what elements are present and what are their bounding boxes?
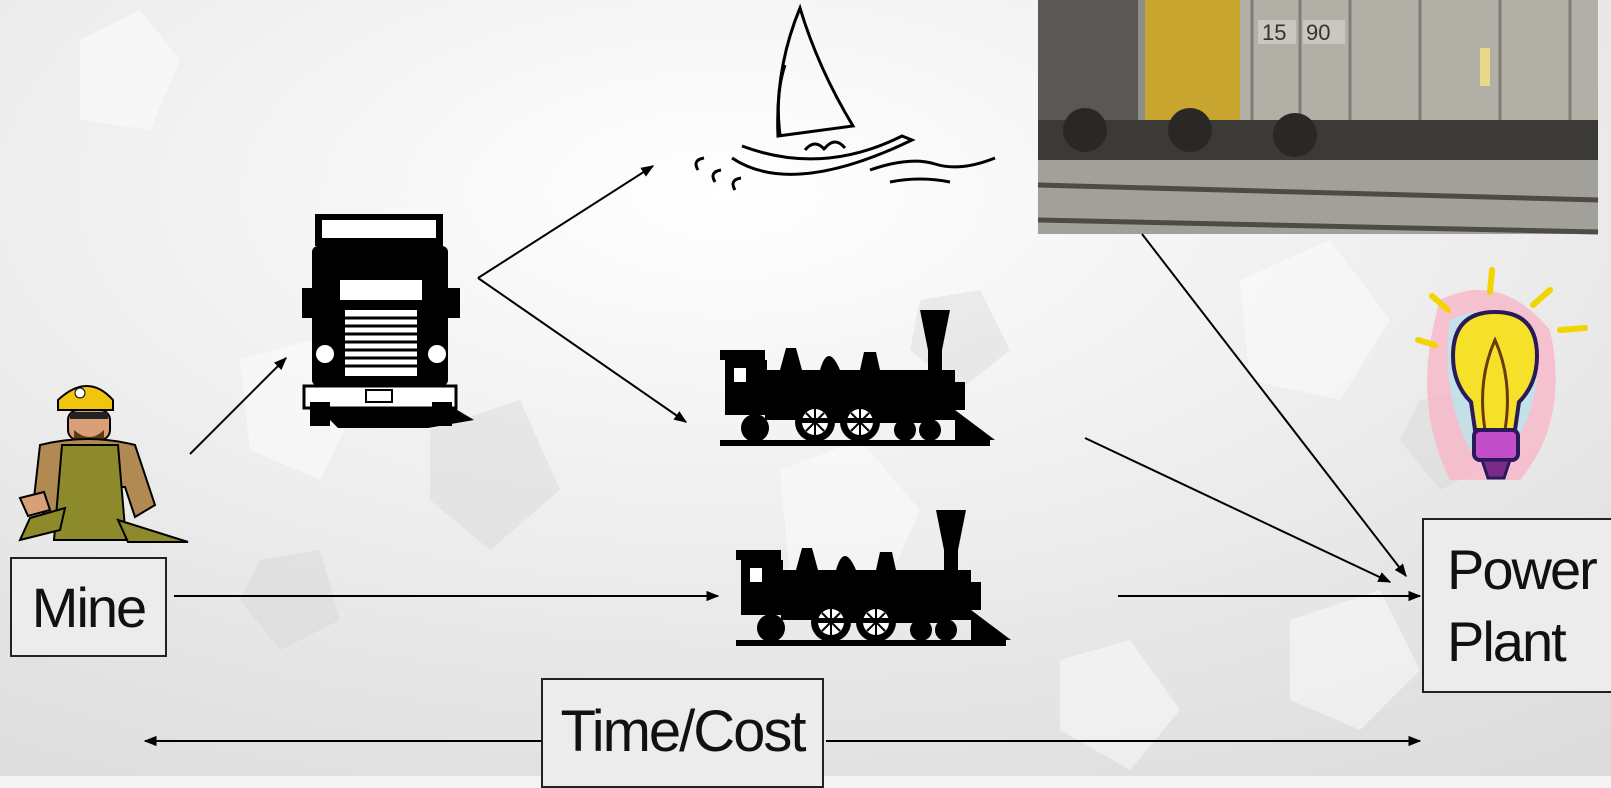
mine-label: Mine (32, 575, 145, 640)
power-plant-box: Power Plant (1422, 518, 1611, 693)
mine-box: Mine (10, 557, 167, 657)
railcar-number-left: 15 (1262, 20, 1286, 45)
time-cost-box: Time/Cost (541, 678, 824, 788)
time-cost-label: Time/Cost (560, 698, 804, 786)
coal-hopper-railcar-photo: 15 90 (1038, 0, 1598, 234)
railcar-number-right: 90 (1306, 20, 1330, 45)
power-plant-label-line2: Plant (1447, 606, 1611, 678)
power-plant-label-line1: Power (1447, 534, 1611, 606)
